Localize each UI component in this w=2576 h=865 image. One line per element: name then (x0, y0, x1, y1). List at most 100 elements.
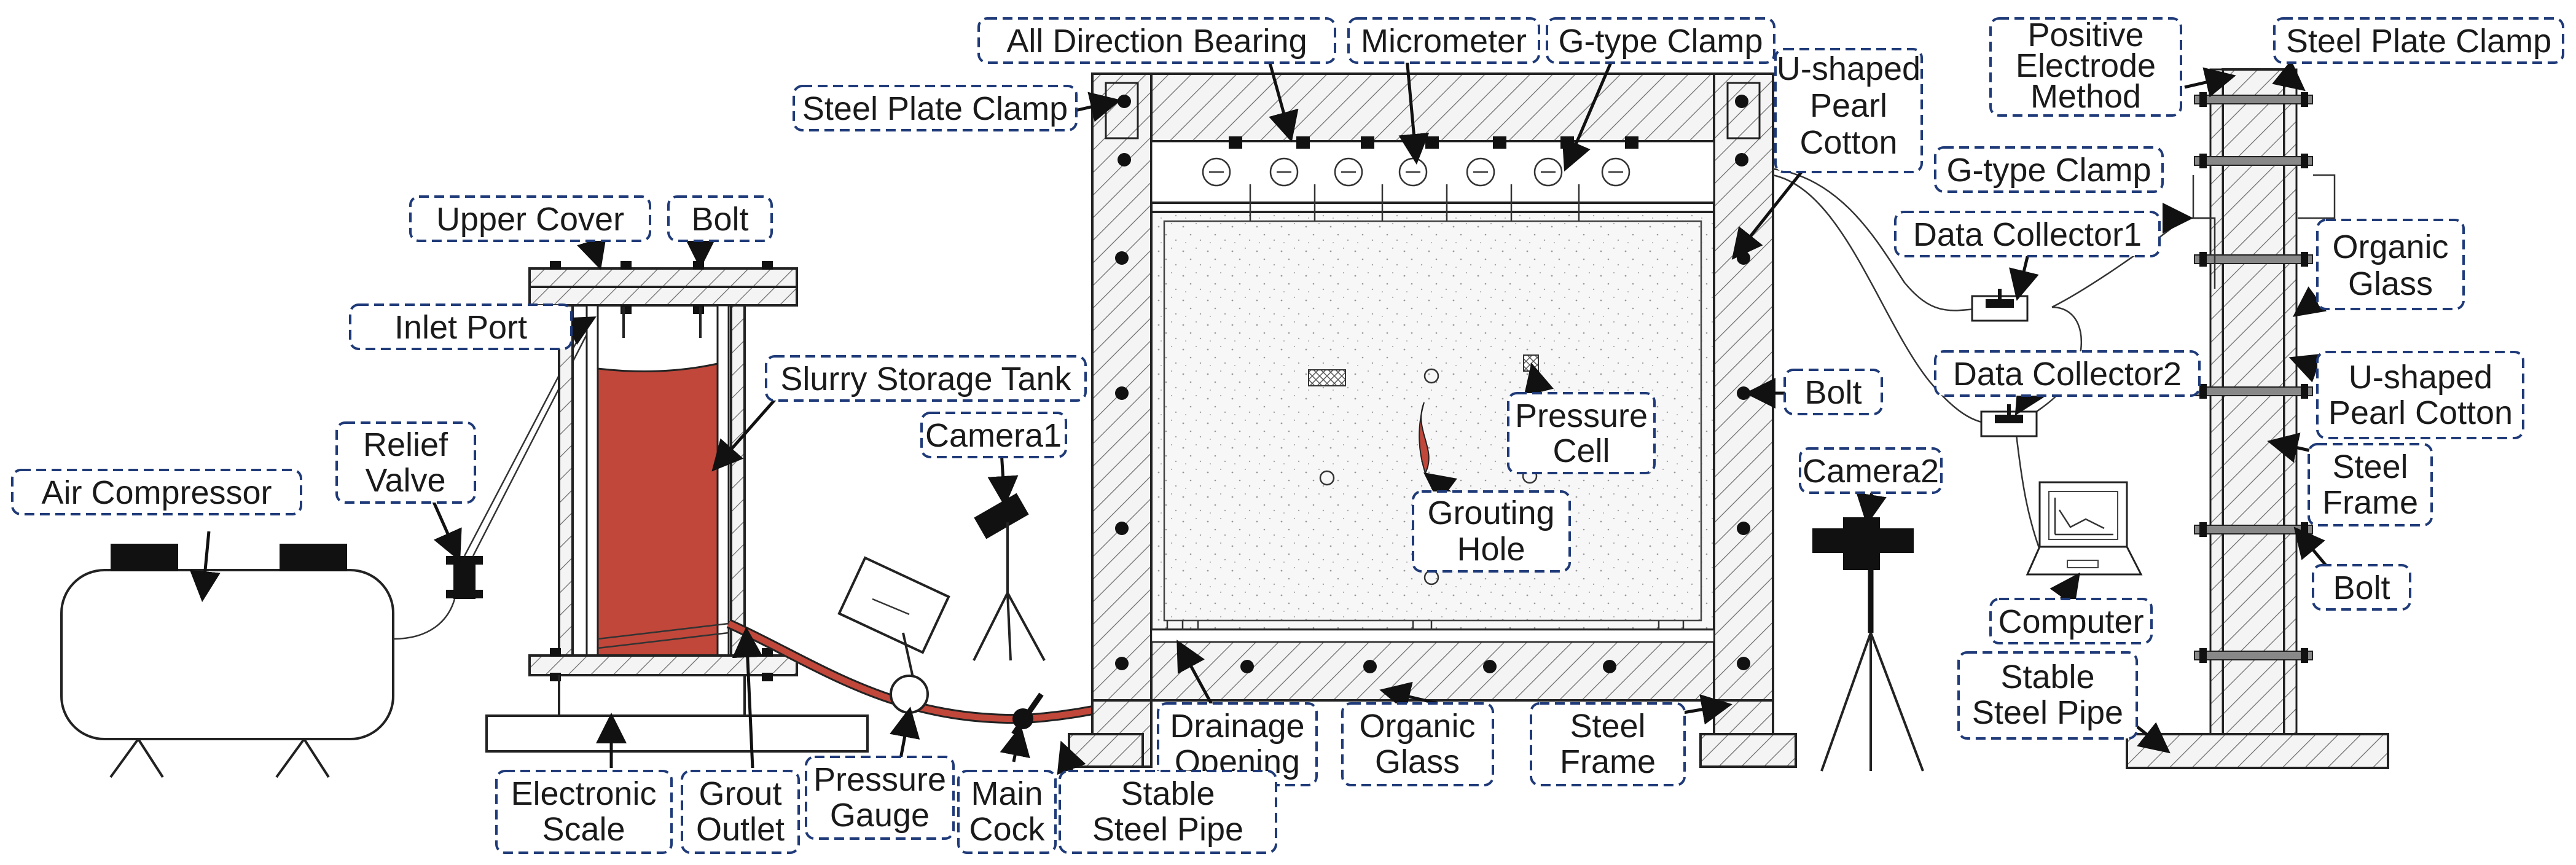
svg-text:Organic: Organic (1359, 708, 1475, 745)
electronic-scale (485, 675, 869, 753)
svg-text:Grouting: Grouting (1427, 495, 1554, 531)
svg-text:Drainage: Drainage (1170, 708, 1304, 745)
svg-text:Bolt: Bolt (1804, 374, 1862, 411)
label-g-type-clamp-top: G-type Clamp (1546, 17, 1775, 64)
svg-text:Upper Cover: Upper Cover (436, 201, 624, 238)
svg-text:Steel Plate Clamp: Steel Plate Clamp (2286, 23, 2551, 60)
svg-text:Pressure: Pressure (813, 761, 946, 798)
svg-text:Steel Pipe: Steel Pipe (1972, 694, 2123, 731)
label-camera1: Camera1 (920, 412, 1067, 458)
svg-text:Data Collector1: Data Collector1 (1913, 216, 2142, 253)
label-pressure-gauge: Pressure Gauge (805, 756, 955, 840)
label-computer: Computer (1989, 598, 2153, 644)
svg-text:Valve: Valve (365, 462, 445, 499)
label-micrometer: Micrometer (1347, 17, 1540, 64)
label-air-compressor: Air Compressor (11, 469, 302, 515)
svg-text:Bolt: Bolt (2333, 569, 2390, 606)
svg-text:Camera1: Camera1 (925, 417, 1062, 454)
data-collector-2 (1980, 404, 2038, 437)
label-steel-plate-clamp-right: Steel Plate Clamp (2273, 17, 2564, 64)
svg-text:Relief: Relief (363, 426, 448, 463)
svg-text:Frame: Frame (1560, 743, 1656, 780)
label-upper-cover: Upper Cover (409, 195, 651, 242)
svg-text:Stable: Stable (2000, 659, 2094, 695)
label-stable-steel-pipe-bottom: Stable Steel Pipe (1059, 770, 1277, 854)
pressure-gauge (837, 556, 950, 714)
label-relief-valve: Relief Valve (335, 421, 476, 504)
label-drainage-opening: Drainage Opening (1157, 702, 1318, 786)
svg-text:Pearl: Pearl (1810, 87, 1887, 124)
svg-text:G-type Clamp: G-type Clamp (1946, 152, 2151, 189)
svg-text:Cell: Cell (1552, 432, 1610, 469)
svg-text:Gauge: Gauge (830, 797, 930, 834)
svg-text:Cock: Cock (969, 811, 1045, 848)
computer (2026, 481, 2143, 576)
svg-text:Slurry Storage Tank: Slurry Storage Tank (780, 361, 1071, 397)
label-electronic-scale: Electronic Scale (495, 770, 673, 854)
svg-text:Glass: Glass (2348, 265, 2433, 302)
svg-text:Electrode: Electrode (2016, 47, 2156, 84)
svg-text:Air Compressor: Air Compressor (41, 474, 272, 511)
svg-text:Hole: Hole (1457, 531, 1525, 568)
svg-text:Pressure: Pressure (1515, 397, 1648, 434)
air-compressor (60, 544, 456, 778)
svg-text:Grout: Grout (699, 775, 781, 812)
svg-text:Data Collector2: Data Collector2 (1953, 356, 2182, 393)
svg-text:G-type Clamp: G-type Clamp (1558, 23, 1763, 60)
svg-text:Stable: Stable (1121, 775, 1215, 812)
label-u-shaped-pearl-cotton-top: U-shaped Pearl Cotton (1774, 48, 1923, 173)
label-inlet-port: Inlet Port (349, 303, 573, 350)
label-data-collector-1: Data Collector1 (1894, 211, 2161, 257)
label-main-cock: Main Cock (957, 770, 1057, 854)
label-grout-outlet: Grout Outlet (681, 770, 800, 854)
label-u-shaped-pearl-cotton-right: U-shaped Pearl Cotton (2316, 351, 2524, 439)
svg-text:Main: Main (971, 775, 1043, 812)
label-steel-frame-bottom: Steel Frame (1530, 702, 1686, 786)
camera1 (973, 493, 1046, 661)
svg-text:Camera2: Camera2 (1803, 453, 1939, 490)
labels: All Direction Bearing Micrometer G-type … (11, 17, 2564, 854)
label-pressure-cell: Pressure Cell (1507, 392, 1656, 474)
svg-text:Positive: Positive (2027, 17, 2143, 53)
svg-text:Micrometer: Micrometer (1361, 23, 1527, 60)
svg-text:Frame: Frame (2322, 484, 2418, 521)
label-g-type-clamp-right: G-type Clamp (1934, 146, 2164, 193)
svg-text:All Direction Bearing: All Direction Bearing (1006, 23, 1307, 60)
svg-text:Scale: Scale (542, 811, 625, 848)
label-positive-electrode-method: Positive Electrode Method (1989, 17, 2182, 117)
label-slurry-storage-tank: Slurry Storage Tank (765, 355, 1087, 402)
svg-text:Steel: Steel (1570, 708, 1645, 745)
relief-valve (446, 322, 594, 599)
main-test-frame (1068, 72, 1797, 768)
svg-text:Cotton: Cotton (1799, 124, 1897, 161)
label-steel-plate-clamp-left: Steel Plate Clamp (793, 85, 1078, 131)
svg-text:Outlet: Outlet (696, 811, 785, 848)
camera2 (1812, 517, 1924, 772)
svg-text:Electronic: Electronic (511, 775, 656, 812)
slurry-storage-tank (528, 261, 798, 681)
svg-text:Glass: Glass (1375, 743, 1460, 780)
label-organic-glass-right: Organic Glass (2316, 219, 2465, 310)
svg-text:Steel Pipe: Steel Pipe (1092, 811, 1243, 848)
label-bolt-top: Bolt (667, 195, 773, 242)
svg-text:U-shaped: U-shaped (1777, 50, 1920, 87)
svg-text:Steel Plate Clamp: Steel Plate Clamp (802, 90, 1068, 127)
label-bolt-mid: Bolt (1783, 369, 1883, 415)
label-bolt-right: Bolt (2312, 564, 2411, 611)
svg-text:Inlet Port: Inlet Port (394, 309, 527, 346)
svg-text:Pearl Cotton: Pearl Cotton (2328, 394, 2513, 431)
side-view-frame (2126, 68, 2389, 769)
svg-text:U-shaped: U-shaped (2349, 359, 2492, 396)
svg-text:Computer: Computer (1998, 603, 2143, 640)
label-steel-frame-right: Steel Frame (2308, 443, 2433, 526)
svg-text:Method: Method (2030, 78, 2141, 115)
svg-text:Bolt: Bolt (691, 201, 748, 238)
label-camera2: Camera2 (1799, 447, 1943, 494)
svg-text:Steel: Steel (2332, 448, 2408, 485)
data-collector-1 (1971, 289, 2029, 322)
label-data-collector-2: Data Collector2 (1934, 350, 2201, 397)
svg-text:Organic: Organic (2332, 229, 2448, 265)
label-all-direction-bearing: All Direction Bearing (977, 17, 1336, 64)
